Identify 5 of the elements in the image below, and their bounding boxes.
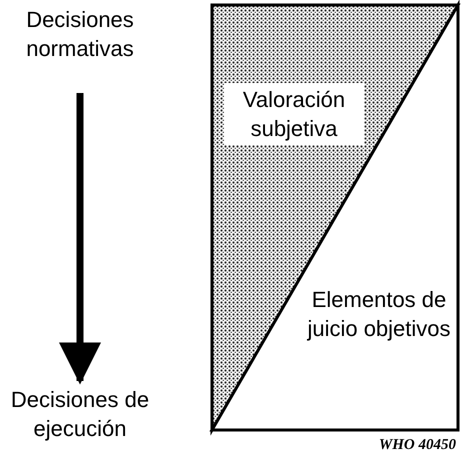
node-label: Decisiones normativas bbox=[25, 6, 135, 63]
node-label: Valoración subjetiva bbox=[224, 83, 364, 145]
node-label: Decisiones de ejecución bbox=[10, 386, 150, 443]
arrow bbox=[59, 93, 101, 384]
figure-number: WHO 40450 bbox=[378, 437, 456, 454]
